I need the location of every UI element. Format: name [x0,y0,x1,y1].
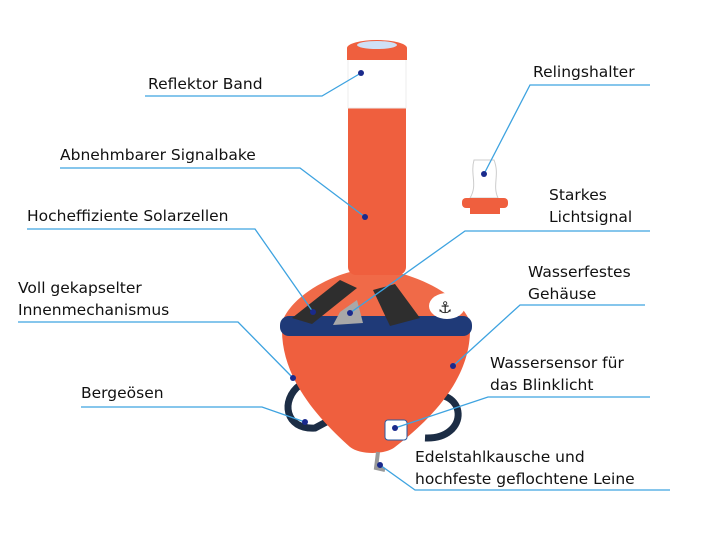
label-gehaeuse-line2: Gehäuse [528,285,597,303]
label-wassersensor-line2: das Blinklicht [490,376,594,394]
label-relingshalter: Relingshalter [533,63,635,81]
label-signalbake: Abnehmbarer Signalbake [60,146,256,164]
solar-panel-right [373,284,420,326]
label-mechanismus-line1: Voll gekapselter [18,279,142,297]
label-bergeoesen: Bergeösen [81,384,164,402]
label-solarzellen: Hocheffiziente Solarzellen [27,207,229,225]
label-kausche-line2: hochfeste geflochtene Leine [415,470,635,488]
label-lichtsignal-line1: Starkes [549,186,607,204]
label-kausche-line1: Edelstahlkausche und [415,448,585,466]
leader-lines [18,72,670,491]
label-wassersensor-line1: Wassersensor für [490,354,624,372]
blue-band [280,316,472,336]
signal-mast [348,60,406,275]
thimble [373,451,386,472]
railing-holder [469,159,499,199]
label-reflektor-band: Reflektor Band [148,75,263,93]
recovery-ring-left [284,382,332,432]
marker-dots [290,70,487,468]
label-mechanismus-line2: Innenmechanismus [18,301,170,319]
anchor-sticker [429,293,465,319]
label-lichtsignal-line2: Lichtsignal [549,208,633,226]
label-gehaeuse-line1: Wasserfestes [528,263,631,281]
solar-panel-left [292,280,357,324]
buoy-lower-body [282,330,470,453]
reflector-band [347,57,407,109]
svg-text:⚓: ⚓ [438,298,452,317]
